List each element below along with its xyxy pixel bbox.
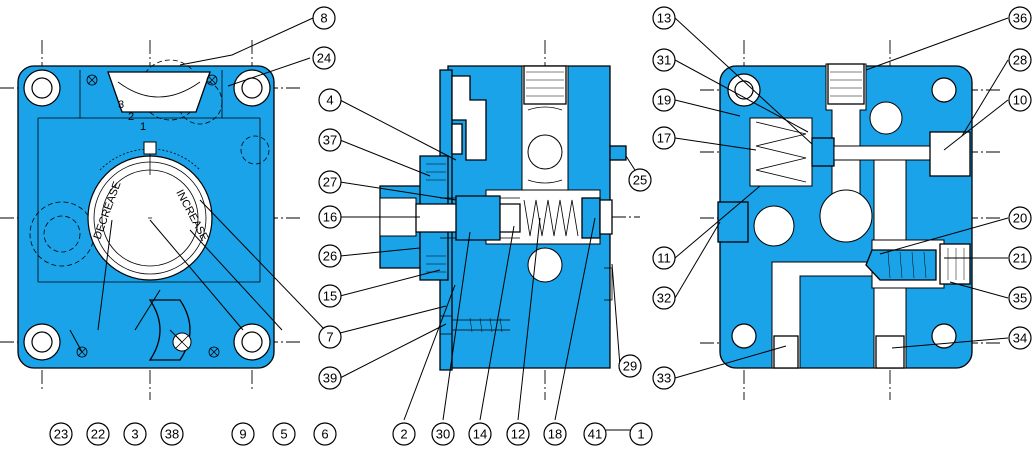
callout-1: 1 xyxy=(629,422,653,446)
callout-37: 37 xyxy=(318,128,342,152)
svg-text:17: 17 xyxy=(657,131,671,146)
callout-24: 24 xyxy=(312,46,336,70)
svg-text:34: 34 xyxy=(1013,331,1027,346)
callout-15: 15 xyxy=(318,284,342,308)
callout-13: 13 xyxy=(652,6,676,30)
svg-text:36: 36 xyxy=(1013,11,1027,26)
callout-32: 32 xyxy=(652,286,676,310)
svg-text:1: 1 xyxy=(637,427,644,442)
callout-17: 17 xyxy=(652,126,676,150)
svg-text:5: 5 xyxy=(280,427,287,442)
svg-text:3: 3 xyxy=(131,427,138,442)
svg-text:41: 41 xyxy=(588,427,602,442)
callout-3: 3 xyxy=(123,422,147,446)
callout-33: 33 xyxy=(652,366,676,390)
callout-14: 14 xyxy=(468,422,492,446)
callout-4: 4 xyxy=(318,88,342,112)
callout-36: 36 xyxy=(1008,6,1032,30)
callout-20: 20 xyxy=(1008,206,1032,230)
callout-28: 28 xyxy=(1008,48,1032,72)
svg-text:6: 6 xyxy=(321,427,328,442)
dial-scale-mark-2: 2 xyxy=(128,111,134,123)
svg-text:33: 33 xyxy=(657,371,671,386)
svg-text:13: 13 xyxy=(657,11,671,26)
svg-text:30: 30 xyxy=(436,427,450,442)
svg-text:27: 27 xyxy=(323,175,337,190)
svg-text:31: 31 xyxy=(657,53,671,68)
svg-text:23: 23 xyxy=(54,427,68,442)
svg-text:4: 4 xyxy=(326,93,333,108)
section-view xyxy=(370,40,640,400)
svg-text:24: 24 xyxy=(317,51,331,66)
callout-29: 29 xyxy=(618,354,642,378)
svg-text:7: 7 xyxy=(326,330,333,345)
leader-lines xyxy=(69,17,1009,431)
callout-34: 34 xyxy=(1008,326,1032,350)
svg-text:11: 11 xyxy=(657,251,671,266)
callout-35: 35 xyxy=(1008,286,1032,310)
callout-38: 38 xyxy=(160,422,184,446)
svg-text:20: 20 xyxy=(1013,211,1027,226)
svg-text:14: 14 xyxy=(473,427,487,442)
svg-text:10: 10 xyxy=(1013,93,1027,108)
callout-10: 10 xyxy=(1008,88,1032,112)
callout-23: 23 xyxy=(49,422,73,446)
svg-text:37: 37 xyxy=(323,133,337,148)
callout-19: 19 xyxy=(652,88,676,112)
front-view: INCREASE DECREASE 3 2 1 xyxy=(0,40,300,400)
callout-21: 21 xyxy=(1008,246,1032,270)
callout-31: 31 xyxy=(652,48,676,72)
callout-5: 5 xyxy=(272,422,296,446)
svg-text:9: 9 xyxy=(239,427,246,442)
dial-scale-mark-3: 3 xyxy=(118,99,124,111)
svg-text:29: 29 xyxy=(623,359,637,374)
svg-text:18: 18 xyxy=(548,427,562,442)
svg-text:35: 35 xyxy=(1013,291,1027,306)
callout-11: 11 xyxy=(652,246,676,270)
callout-22: 22 xyxy=(86,422,110,446)
callout-2: 2 xyxy=(392,422,416,446)
svg-text:8: 8 xyxy=(320,11,327,26)
svg-text:28: 28 xyxy=(1013,53,1027,68)
svg-text:16: 16 xyxy=(323,210,337,225)
rear-view xyxy=(700,40,1000,400)
callout-6: 6 xyxy=(313,422,337,446)
svg-text:15: 15 xyxy=(323,289,337,304)
svg-text:26: 26 xyxy=(323,249,337,264)
callout-9: 9 xyxy=(231,422,255,446)
svg-text:38: 38 xyxy=(165,427,179,442)
callout-7: 7 xyxy=(318,325,342,349)
callout-26: 26 xyxy=(318,244,342,268)
callout-25: 25 xyxy=(628,168,652,192)
svg-text:25: 25 xyxy=(633,173,647,188)
callout-39: 39 xyxy=(318,366,342,390)
svg-text:2: 2 xyxy=(400,427,407,442)
svg-text:12: 12 xyxy=(511,427,525,442)
callout-12: 12 xyxy=(506,422,530,446)
callout-16: 16 xyxy=(318,205,342,229)
svg-text:39: 39 xyxy=(323,371,337,386)
callout-30: 30 xyxy=(431,422,455,446)
svg-text:32: 32 xyxy=(657,291,671,306)
callout-18: 18 xyxy=(543,422,567,446)
svg-text:22: 22 xyxy=(91,427,105,442)
callout-41: 41 xyxy=(583,422,607,446)
callout-27: 27 xyxy=(318,170,342,194)
dial-scale-mark-1: 1 xyxy=(140,121,146,133)
svg-text:19: 19 xyxy=(657,93,671,108)
callout-8: 8 xyxy=(312,6,336,30)
svg-text:21: 21 xyxy=(1013,251,1027,266)
